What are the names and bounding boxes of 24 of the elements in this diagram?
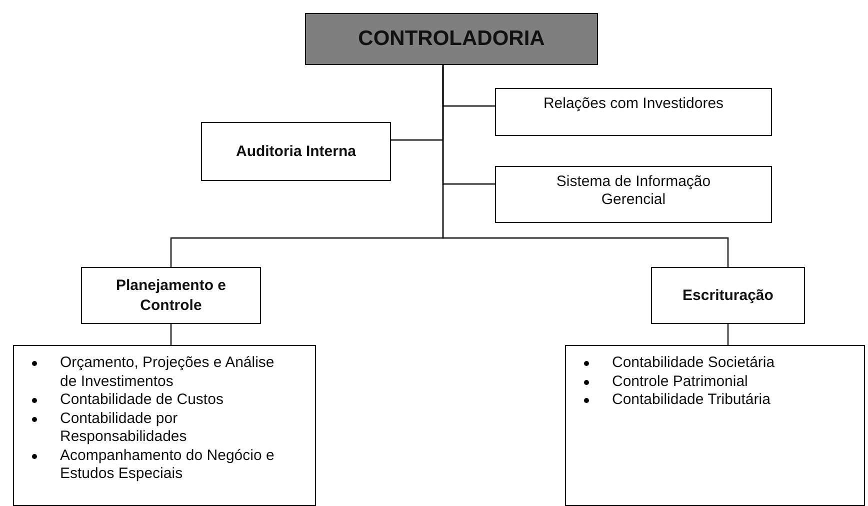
org-unit-box bbox=[495, 166, 772, 223]
list-box bbox=[13, 345, 316, 506]
unit-label: Sistema de Informação Gerencial bbox=[555, 173, 712, 209]
bullet-item: Contabilidade Tributária bbox=[566, 391, 864, 410]
unit-label: CONTROLADORIA bbox=[358, 27, 545, 51]
org-unit-box bbox=[201, 122, 391, 181]
bullet-item: Contabilidade de Custos bbox=[14, 391, 315, 410]
bullet-item: Acompanhamento do Negócio e Estudos Especiais bbox=[14, 446, 315, 484]
list-box bbox=[565, 345, 865, 506]
unit-label: Relações com Investidores bbox=[543, 95, 724, 113]
bullet-item: Contabilidade Societária bbox=[566, 354, 864, 372]
unit-label: Planejamento e Controle bbox=[114, 276, 228, 316]
org-unit-box bbox=[495, 88, 772, 136]
bullet-item: Controle Patrimonial bbox=[566, 372, 864, 391]
org-unit-box bbox=[81, 267, 261, 324]
org-unit-box bbox=[651, 267, 805, 324]
org-unit-box bbox=[305, 13, 598, 65]
connector-line bbox=[727, 324, 729, 345]
connector-line bbox=[442, 65, 729, 267]
connector-line bbox=[170, 324, 172, 345]
bullet-item: Contabilidade por Responsabilidades bbox=[14, 410, 315, 446]
unit-label: Escrituração bbox=[682, 286, 774, 304]
unit-label: Auditoria Interna bbox=[236, 142, 356, 160]
bullet-item: Orçamento, Projeções e Análise de Investimentos bbox=[14, 354, 315, 391]
